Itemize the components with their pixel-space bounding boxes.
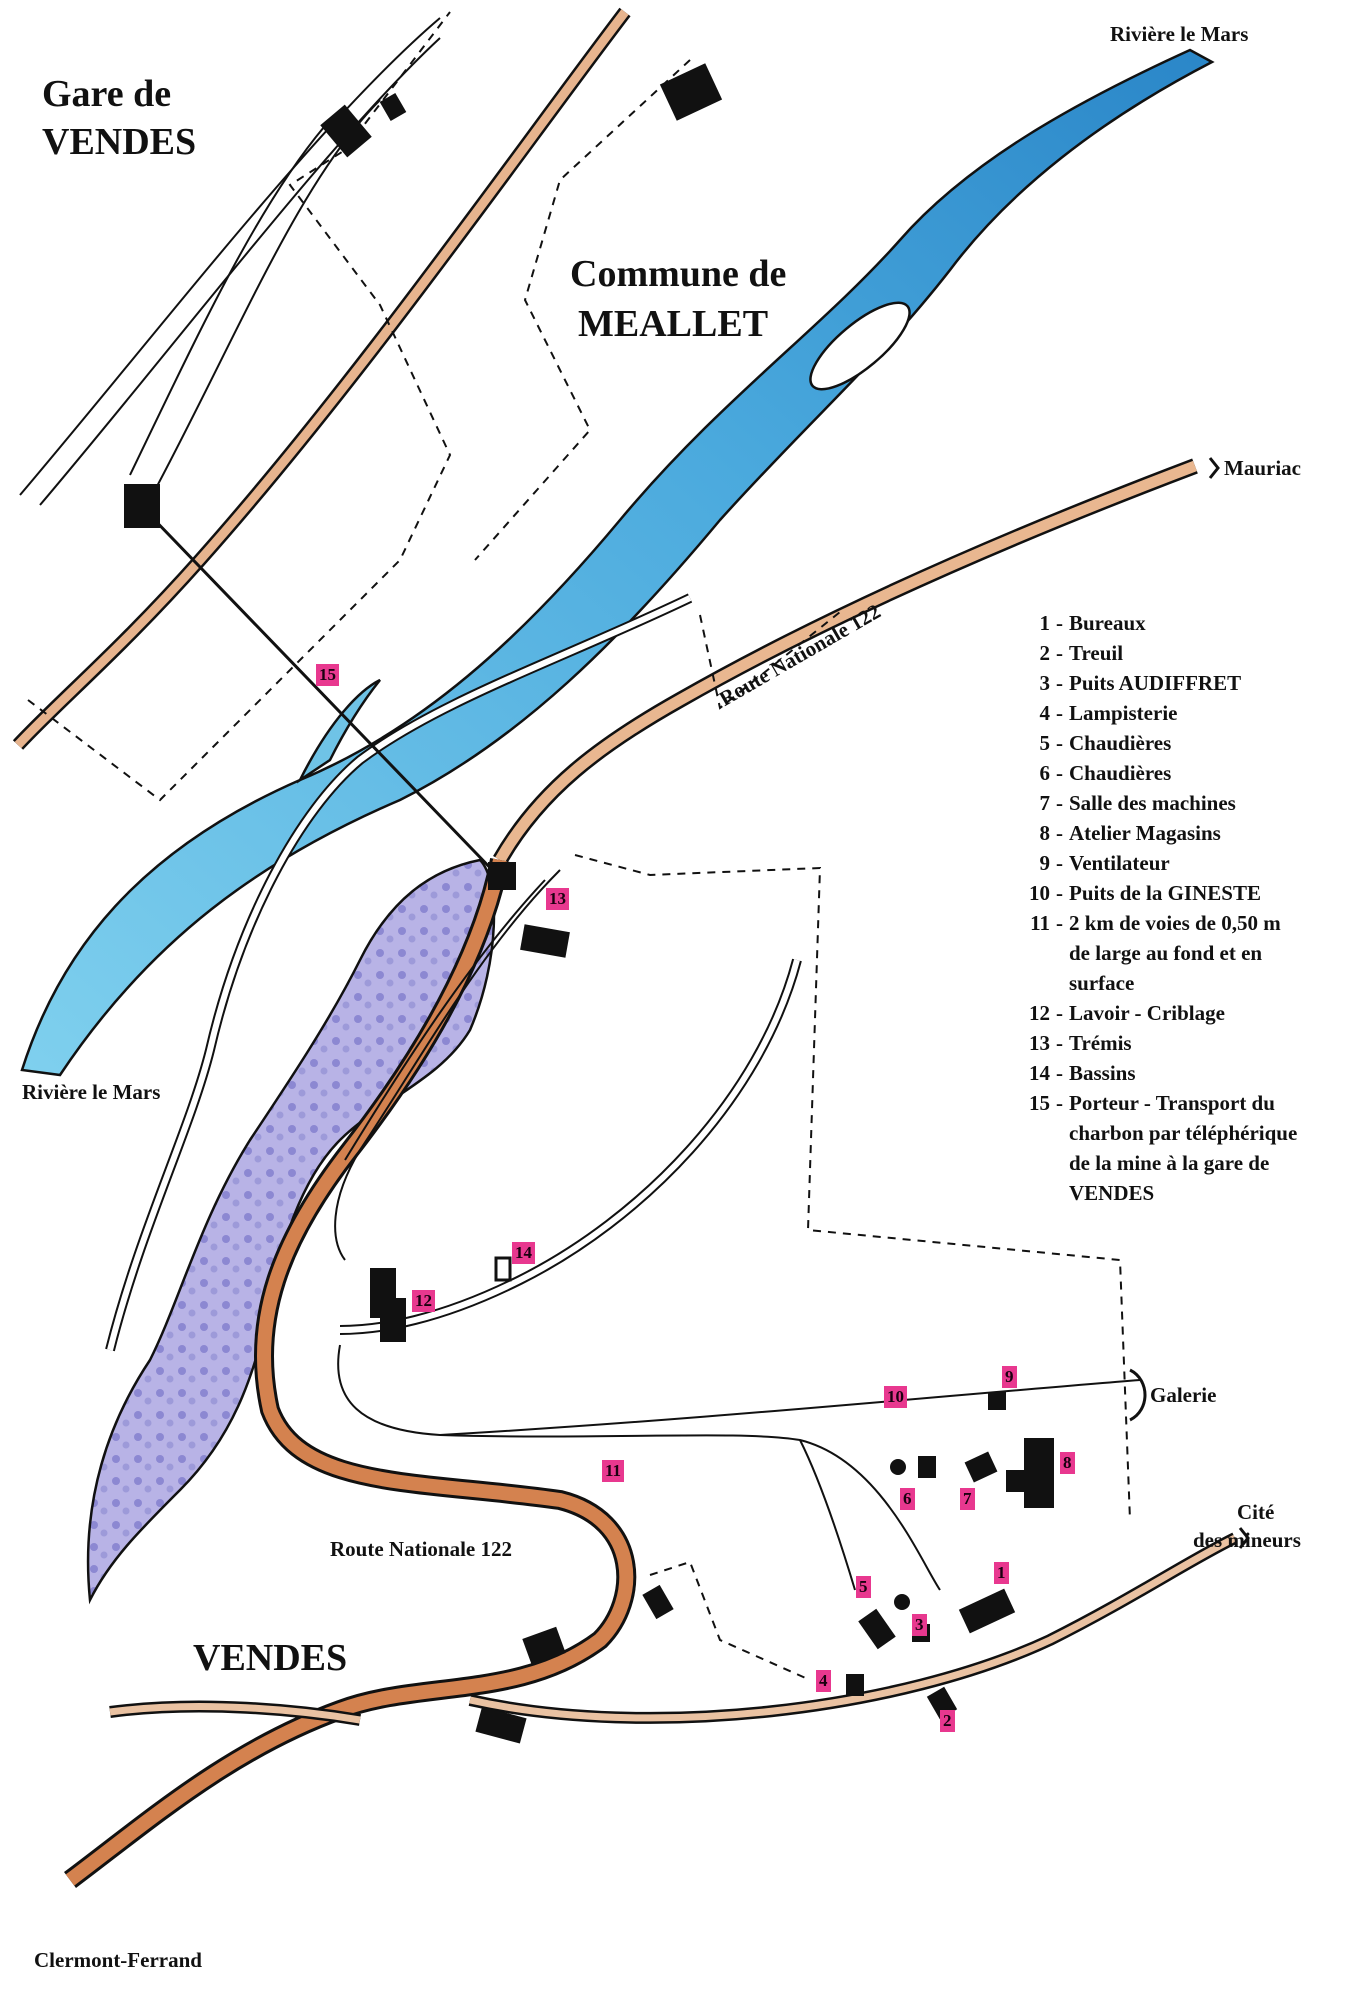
legend-item-separator: -	[1056, 851, 1063, 875]
legend-item: 15-Porteur - Transport du charbon par té…	[1010, 1088, 1350, 1208]
legend-item-separator: -	[1056, 821, 1063, 845]
legend-item: 5-Chaudières	[1010, 728, 1350, 758]
label-route-nationale-bottom: Route Nationale 122	[330, 1537, 512, 1561]
label-clermont: Clermont-Ferrand	[34, 1948, 202, 1972]
legend-item-text: Salle des machines	[1069, 791, 1236, 815]
buildings	[124, 63, 1054, 1744]
legend-item: 2-Treuil	[1010, 638, 1350, 668]
badge-15: 15	[316, 664, 339, 686]
legend-item: 14-Bassins	[1010, 1058, 1350, 1088]
legend-item: 3-Puits AUDIFFRET	[1010, 668, 1350, 698]
badge-7: 7	[960, 1488, 975, 1510]
legend-item-separator: -	[1056, 1031, 1063, 1055]
legend-item-text: Bassins	[1069, 1061, 1136, 1085]
legend-item-separator: -	[1056, 1091, 1063, 1115]
legend-item-number: 14	[1029, 1061, 1050, 1085]
legend-item-number: 5	[1039, 731, 1051, 755]
badge-12: 12	[412, 1290, 435, 1312]
legend-item-number: 7	[1039, 791, 1051, 815]
legend-item-number: 8	[1039, 821, 1051, 845]
badge-6: 6	[900, 1488, 915, 1510]
legend-item-text: Chaudières	[1069, 731, 1172, 755]
badge-9: 9	[1002, 1366, 1017, 1388]
label-gare-vendes: VENDES	[42, 121, 197, 163]
badge-14: 14	[512, 1242, 535, 1264]
label-mauriac: Mauriac	[1224, 456, 1301, 480]
label-cite: Cité	[1237, 1500, 1275, 1524]
legend-item: 8-Atelier Magasins	[1010, 818, 1350, 848]
bassin-marker	[494, 1256, 512, 1282]
legend-item: 12-Lavoir - Criblage	[1010, 998, 1350, 1028]
legend-item-number: 10	[1029, 881, 1050, 905]
label-galerie: Galerie	[1150, 1383, 1217, 1407]
legend-item: 1-Bureaux	[1010, 608, 1350, 638]
legend-item-number: 2	[1039, 641, 1051, 665]
badge-8: 8	[1060, 1452, 1075, 1474]
legend-item-number: 13	[1029, 1031, 1050, 1055]
badge-1: 1	[994, 1562, 1009, 1584]
legend-item-text: Puits AUDIFFRET	[1069, 671, 1242, 695]
legend-item-text: Porteur - Transport du charbon par télép…	[1069, 1091, 1298, 1205]
commune-boundaries	[27, 11, 1131, 1681]
cable-line	[143, 508, 502, 880]
legend-item-separator: -	[1056, 641, 1063, 665]
legend-item-number: 1	[1039, 611, 1051, 635]
legend-item-separator: -	[1056, 611, 1063, 635]
label-commune-de: Commune de	[570, 253, 787, 295]
legend-item-separator: -	[1056, 731, 1063, 755]
legend-item-text: Chaudières	[1069, 761, 1172, 785]
badge-11: 11	[602, 1460, 625, 1482]
legend-item: 6-Chaudières	[1010, 758, 1350, 788]
legend-item: 9-Ventilateur	[1010, 848, 1350, 878]
legend-item-separator: -	[1056, 911, 1063, 935]
legend-item-number: 4	[1039, 701, 1051, 725]
badge-5: 5	[856, 1576, 871, 1598]
badge-4: 4	[816, 1670, 831, 1692]
legend-item-text: Ventilateur	[1069, 851, 1170, 875]
mine-track	[334, 869, 1141, 1591]
legend-item-number: 3	[1039, 671, 1051, 695]
legend-item-text: Atelier Magasins	[1069, 821, 1221, 845]
label-riviere-top: Rivière le Mars	[1110, 22, 1249, 46]
road-arrows	[1129, 457, 1250, 1549]
legend-item-separator: -	[1056, 1061, 1063, 1085]
legend-item: 13-Trémis	[1010, 1028, 1350, 1058]
legend-item: 7-Salle des machines	[1010, 788, 1350, 818]
label-des-mineurs: des mineurs	[1193, 1528, 1301, 1552]
legend-item-separator: -	[1056, 761, 1063, 785]
legend-item-number: 15	[1029, 1091, 1050, 1115]
label-riviere-left: Rivière le Mars	[22, 1080, 161, 1104]
legend-item-text: Treuil	[1069, 641, 1124, 665]
legend-item-text: Lampisterie	[1069, 701, 1178, 725]
badge-2: 2	[940, 1710, 955, 1732]
badge-10: 10	[884, 1386, 907, 1408]
legend-item-number: 11	[1030, 911, 1050, 935]
legend-item-text: Bureaux	[1069, 611, 1146, 635]
legend-item-separator: -	[1056, 791, 1063, 815]
label-vendes-town: VENDES	[193, 1637, 348, 1679]
river	[20, 48, 1215, 1077]
legend-item-text: 2 km de voies de 0,50 m de large au fond…	[1069, 911, 1281, 995]
badge-3: 3	[912, 1614, 927, 1636]
legend-item-separator: -	[1056, 1001, 1063, 1025]
legend-item-text: Trémis	[1069, 1031, 1132, 1055]
label-gare-de: Gare de	[42, 73, 172, 115]
badge-13: 13	[546, 888, 569, 910]
legend-item-separator: -	[1056, 671, 1063, 695]
river-island	[809, 301, 911, 391]
legend-item-number: 9	[1039, 851, 1051, 875]
legend-item: 11-2 km de voies de 0,50 m de large au f…	[1010, 908, 1350, 998]
legend-item: 10-Puits de la GINESTE	[1010, 878, 1350, 908]
label-meallet: MEALLET	[578, 303, 769, 345]
legend-item-number: 12	[1029, 1001, 1050, 1025]
legend-item: 4-Lampisterie	[1010, 698, 1350, 728]
legend-item-separator: -	[1056, 701, 1063, 725]
legend-item-text: Puits de la GINESTE	[1069, 881, 1261, 905]
legend-item-number: 6	[1039, 761, 1051, 785]
legend-item-separator: -	[1056, 881, 1063, 905]
legend-item-text: Lavoir - Criblage	[1069, 1001, 1225, 1025]
